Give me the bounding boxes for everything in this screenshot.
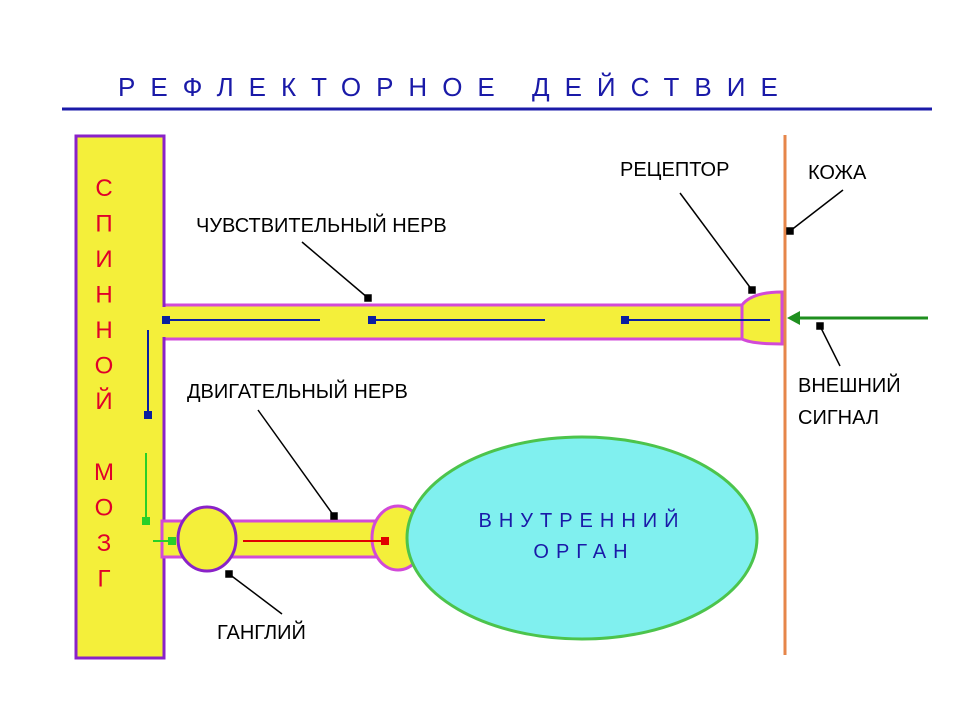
external-signal-arrow: [787, 311, 928, 325]
spinal-cord-letter: М: [94, 459, 114, 486]
ganglion: [176, 505, 238, 573]
spinal-cord-letter: П: [95, 211, 112, 238]
inter-signal: [142, 453, 176, 545]
spinal-cord-letter: Г: [98, 566, 111, 593]
internal-organ-label-1: ВНУТРЕННИЙ: [478, 508, 685, 532]
motor-signal: [243, 537, 389, 545]
sensory-signal: [144, 316, 770, 419]
skin-label: КОЖА: [808, 162, 867, 184]
spinal-cord-letter: Н: [95, 317, 112, 344]
internal-organ-label-2: ОРГАН: [533, 541, 634, 563]
spinal-cord-letter: С: [95, 175, 112, 202]
motor-nerve-label: ДВИГАТЕЛЬНЫЙ НЕРВ: [187, 379, 408, 403]
spinal-cord-letter: Й: [95, 387, 112, 415]
receptor: [740, 290, 784, 346]
internal-organ: [405, 435, 759, 641]
spinal-cord-letter: Н: [95, 282, 112, 309]
spinal-cord-letter: З: [97, 530, 112, 557]
external-signal-label-1: ВНЕШНИЙ: [798, 373, 901, 397]
spinal-cord-letter: О: [95, 495, 114, 522]
receptor-label: РЕЦЕПТОР: [620, 159, 729, 181]
spinal-cord: [74, 134, 166, 660]
external-signal-label-2: СИГНАЛ: [798, 407, 879, 429]
sensory-nerve: [160, 303, 754, 341]
leader-lines: [225, 189, 844, 615]
sensory-nerve-label: ЧУВСТВИТЕЛЬНЫЙ НЕРВ: [196, 213, 447, 237]
diagram-title: РЕФЛЕКТОРНОЕ ДЕЙСТВИЕ: [118, 72, 793, 102]
spinal-cord-letter: О: [95, 353, 114, 380]
ganglion-label: ГАНГЛИЙ: [217, 620, 306, 644]
spinal-cord-letter: И: [95, 246, 112, 273]
